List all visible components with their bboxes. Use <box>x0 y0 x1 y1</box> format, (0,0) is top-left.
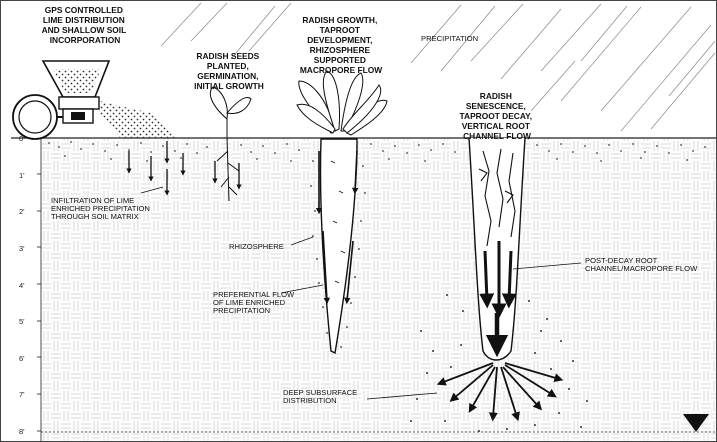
title-senescence: RADISH SENESCENCE, TAPROOT DECAY, VERTIC… <box>460 91 535 141</box>
depth-tick-label: 1' <box>19 171 25 180</box>
depth-tick-label: 3' <box>19 244 25 253</box>
title-radish-growth: RADISH GROWTH, TAPROOT DEVELOPMENT, RHIZ… <box>300 15 382 75</box>
depth-tick-label: 2' <box>19 207 25 216</box>
depth-axis: 0' 1' 2' 3' 4' 5' 6' 7' 8' <box>19 134 41 441</box>
radish-leaves <box>297 71 387 135</box>
depth-tick-label: 6' <box>19 354 25 363</box>
lime-spreader <box>13 61 109 139</box>
depth-tick-label: 4' <box>19 281 25 290</box>
precipitation-label: PRECIPITATION <box>421 34 478 43</box>
rhizosphere-label: RHIZOSPHERE <box>229 242 284 251</box>
title-gps-distribution: GPS CONTROLLED LIME DISTRIBUTION AND SHA… <box>42 5 129 45</box>
soil-profile <box>41 138 716 441</box>
title-seeds-planted: RADISH SEEDS PLANTED, GERMINATION, INITI… <box>194 51 264 91</box>
lime-spray <box>99 101 179 139</box>
depth-tick-label: 5' <box>19 317 25 326</box>
depth-tick-label: 7' <box>19 390 25 399</box>
depth-tick-label: 8' <box>19 427 25 436</box>
